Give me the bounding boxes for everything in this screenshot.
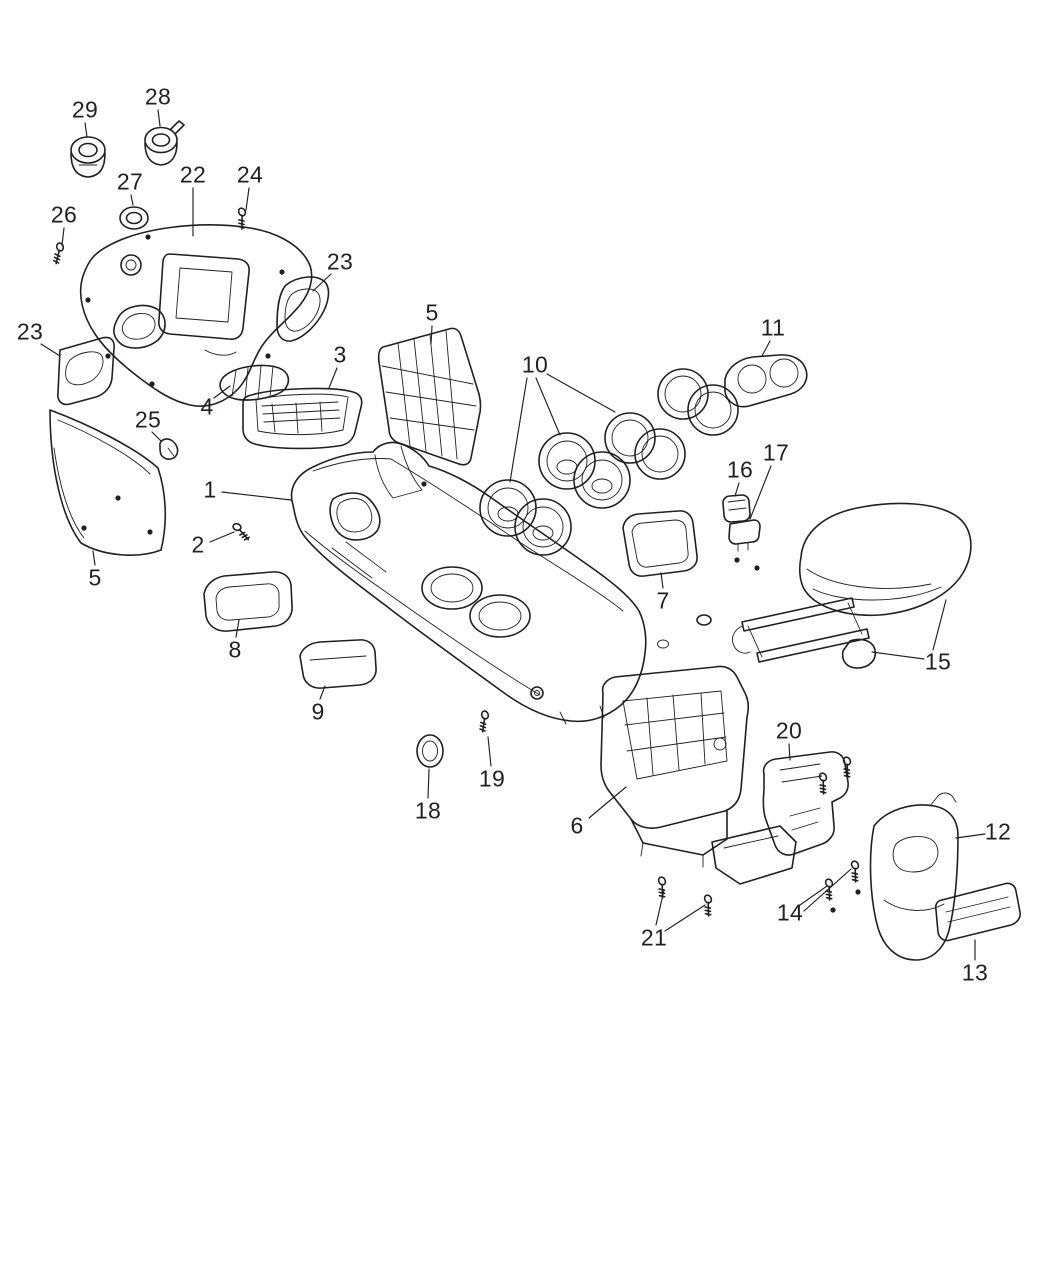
callout-26: 26 — [50, 201, 78, 228]
leader-callout-10 — [509, 377, 528, 483]
callout-8: 8 — [228, 636, 242, 663]
part-armrest-lid-15-art — [798, 502, 972, 617]
leader-callout-14 — [799, 885, 828, 906]
part-vent-bezel-23-right-art — [276, 276, 330, 342]
callout-17: 17 — [762, 439, 790, 466]
leader-callout-14 — [803, 868, 852, 912]
callout-2: 2 — [191, 531, 205, 558]
leader-callout-16 — [734, 482, 740, 497]
part-cupholder-retainer-lower-10-art — [604, 412, 686, 480]
callout-11: 11 — [760, 314, 786, 341]
leader-callout-20 — [788, 743, 791, 761]
callout-23-right: 23 — [326, 248, 354, 275]
leader-callout-17 — [749, 465, 772, 520]
part-rear-console-frame-6-art — [600, 665, 797, 885]
callout-7: 7 — [656, 587, 670, 614]
callout-18: 18 — [414, 797, 442, 824]
callout-21: 21 — [640, 924, 668, 951]
leader-callout-10 — [546, 373, 616, 413]
part-bin-door-16-art — [722, 494, 751, 523]
part-bracket-20-art — [762, 751, 849, 856]
part-console-body-1-art — [290, 441, 647, 725]
callout-13: 13 — [961, 959, 989, 986]
callout-10: 10 — [521, 351, 549, 378]
part-latch-17-art — [728, 519, 761, 552]
leader-callout-29 — [84, 122, 88, 138]
callout-9: 9 — [311, 698, 325, 725]
leader-callout-12 — [955, 833, 986, 839]
callout-29: 29 — [71, 96, 99, 123]
part-side-panel-5-left-art — [49, 409, 167, 556]
leader-callout-1 — [221, 491, 292, 501]
leader-callout-2 — [209, 531, 235, 543]
part-mat-7-art — [622, 510, 698, 577]
leader-callout-23-right — [312, 273, 332, 292]
part-small-oval-art — [657, 614, 712, 649]
part-cupholder-liner-rear-10-art — [538, 432, 631, 509]
leader-lines — [40, 109, 986, 961]
part-cupholder-retainer-upper-10-art — [657, 368, 739, 436]
leader-callout-23-left — [40, 343, 61, 357]
leader-callout-11 — [761, 340, 771, 357]
part-console-front-trim-22-art — [79, 224, 313, 407]
leader-callout-19 — [487, 736, 492, 767]
leader-callout-15 — [932, 599, 947, 651]
leader-callout-5-left — [92, 550, 96, 566]
leader-callout-18 — [427, 768, 430, 799]
callout-3: 3 — [333, 341, 347, 368]
callout-22: 22 — [179, 161, 207, 188]
callout-14: 14 — [776, 899, 804, 926]
part-power-plug-29-art — [70, 136, 106, 178]
part-grid-panel-5-right-art — [377, 327, 482, 466]
callout-5-right: 5 — [425, 299, 439, 326]
callout-27: 27 — [116, 168, 144, 195]
part-vent-bezel-23-left-art — [57, 336, 115, 406]
leader-callout-4 — [213, 385, 231, 399]
callout-4: 4 — [200, 393, 214, 420]
part-power-outlet-28-art — [144, 120, 185, 166]
part-rear-trim-panel-12-art — [869, 792, 959, 961]
part-storage-bin-3-art — [242, 387, 363, 450]
leader-callout-25 — [151, 431, 162, 442]
leader-callout-15 — [871, 651, 925, 660]
part-cupholder-bezel-11-art — [724, 354, 808, 408]
leader-callout-7 — [660, 572, 664, 589]
part-armrest-slide-rails-15-art — [731, 597, 877, 669]
leader-callout-9 — [319, 685, 326, 700]
callout-5-left: 5 — [88, 564, 102, 591]
callout-15: 15 — [924, 648, 952, 675]
callout-16: 16 — [726, 456, 754, 483]
leader-callout-6 — [588, 786, 627, 819]
part-plug-cap-18-art — [416, 734, 444, 768]
leader-callout-21 — [664, 904, 706, 932]
leader-callout-5-right — [430, 325, 433, 345]
screws-art — [48, 206, 867, 918]
callout-20: 20 — [775, 717, 803, 744]
callout-28: 28 — [144, 83, 172, 110]
part-grommet-27-art — [119, 206, 149, 230]
fastener-dots-art — [81, 234, 861, 913]
part-cupholder-liner-front-10-art — [479, 479, 572, 556]
part-clip-25-art — [159, 438, 179, 460]
callout-1: 1 — [203, 476, 217, 503]
callout-6: 6 — [570, 812, 584, 839]
callout-12: 12 — [984, 818, 1012, 845]
callout-25: 25 — [134, 406, 162, 433]
callout-23-left: 23 — [16, 318, 44, 345]
leader-callout-3 — [328, 367, 338, 389]
callout-24: 24 — [236, 161, 264, 188]
leader-callout-26 — [61, 227, 65, 246]
leader-callout-28 — [157, 109, 161, 127]
leader-callout-24 — [245, 187, 250, 211]
part-lid-9-art — [299, 639, 377, 689]
leader-callout-21 — [655, 889, 665, 926]
callout-19: 19 — [478, 765, 506, 792]
part-rear-vent-13-art — [934, 882, 1021, 942]
leader-callout-27 — [130, 194, 134, 206]
leader-callout-10 — [535, 377, 561, 436]
leader-callout-8 — [235, 619, 240, 638]
part-shifter-bezel-8-art — [203, 571, 293, 632]
